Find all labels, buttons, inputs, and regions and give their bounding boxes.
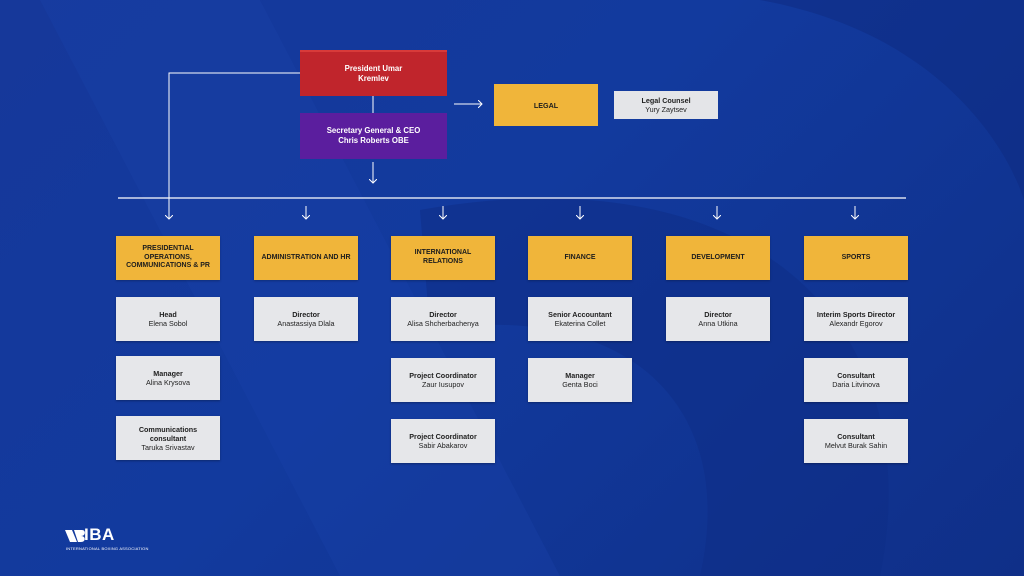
ceo-title: Secretary General & CEO: [326, 126, 421, 136]
staff-name: Sabir Abakarov: [418, 441, 468, 450]
dept-label: ADMINISTRATION AND HR: [261, 253, 351, 261]
staff-role: Manager: [153, 369, 183, 378]
dept-development: DEVELOPMENT: [666, 236, 770, 280]
staff-name: Alisa Shcherbachenya: [407, 319, 479, 328]
staff-name: Anna Utkina: [698, 319, 738, 328]
staff-role: Communications consultant: [138, 424, 198, 443]
staff-role: Director: [292, 310, 320, 319]
staff-role: Director: [704, 310, 732, 319]
dept-label: SPORTS: [841, 253, 871, 261]
dept-sports: SPORTS: [804, 236, 908, 280]
staff-role: Consultant: [837, 371, 875, 380]
staff-role: Project Coordinator: [409, 432, 477, 441]
president-name: Kremlev: [358, 74, 389, 83]
staff-role: Project Coordinator: [409, 371, 477, 380]
staff-name: Anastassiya Dlala: [277, 319, 335, 328]
ceo-box: Secretary General & CEO Chris Roberts OB…: [300, 113, 447, 159]
ceo-name: Chris Roberts OBE: [338, 136, 409, 145]
president-title: President Umar: [344, 64, 403, 74]
staff-name: Genta Boci: [562, 380, 598, 389]
staff-name: Alexandr Egorov: [829, 319, 883, 328]
dept-label: INTERNATIONAL RELATIONS: [414, 249, 472, 265]
staff-name: Melvut Burak Sahin: [824, 441, 888, 450]
legal-counsel-role: Legal Counsel: [641, 96, 691, 105]
staff-role: Interim Sports Director: [816, 310, 896, 319]
staff-name: Alina Krysova: [146, 378, 190, 387]
staff-name: Elena Sobol: [148, 319, 188, 328]
staff-name: Taruka Srivastav: [141, 442, 195, 452]
staff-role: Director: [429, 310, 457, 319]
dept-international-relations: INTERNATIONAL RELATIONS: [391, 236, 495, 280]
dept-label: FINANCE: [564, 253, 596, 261]
staff-name: Zaur Iusupov: [422, 380, 464, 389]
staff-role: Consultant: [837, 432, 875, 441]
dept-label: DEVELOPMENT: [691, 253, 745, 261]
iba-emblem-icon: [65, 530, 85, 542]
legal-counsel-box: Legal Counsel Yury Zaytsev: [614, 91, 718, 119]
staff-role: Head: [159, 310, 177, 319]
staff-role: Senior Accountant: [548, 310, 612, 319]
staff-role: Manager: [565, 371, 595, 380]
dept-presidential-operations: PRESIDENTIAL OPERATIONS, COMMUNICATIONS …: [116, 236, 220, 280]
president-box: President Umar Kremlev: [300, 50, 447, 96]
legal-box: LEGAL: [494, 84, 598, 126]
staff-name: Daria Litvinova: [832, 380, 880, 389]
legal-counsel-name: Yury Zaytsev: [645, 105, 687, 114]
dept-administration-hr: ADMINISTRATION AND HR: [254, 236, 358, 280]
legal-label: LEGAL: [533, 100, 559, 110]
logo-subtitle: INTERNATIONAL BOXING ASSOCIATION: [66, 546, 149, 551]
logo-text: IBA: [84, 525, 115, 544]
dept-finance: FINANCE: [528, 236, 632, 280]
dept-label: PRESIDENTIAL OPERATIONS, COMMUNICATIONS …: [126, 244, 210, 270]
staff-name: Ekaterina Collet: [554, 319, 606, 328]
